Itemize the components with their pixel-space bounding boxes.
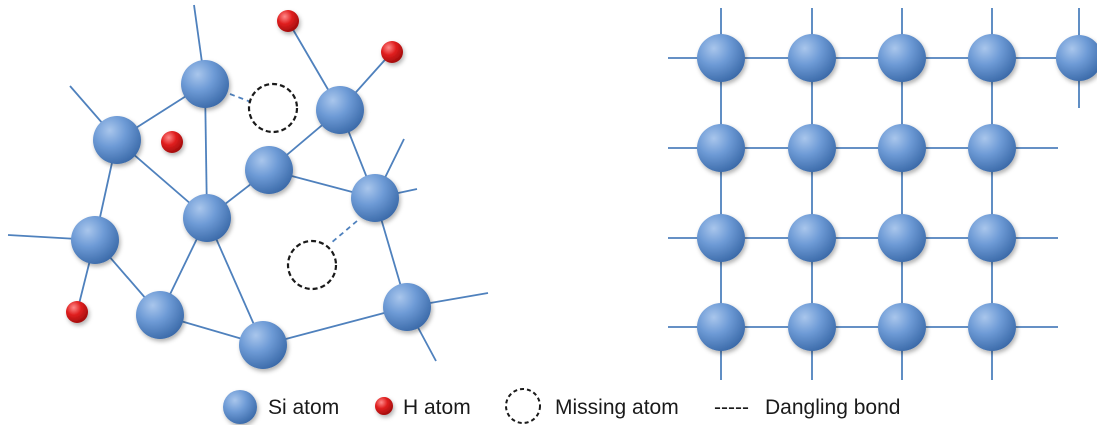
h-atom [161,131,183,153]
si-atom [878,34,926,82]
si-atom [351,174,399,222]
crystalline-lattice [668,8,1097,380]
legend-missing-icon [505,388,541,424]
legend-h-label: H atom [403,396,471,419]
dangling-bonds [229,93,358,244]
amorphous-network [7,4,489,369]
si-atom [697,34,745,82]
si-atom [788,34,836,82]
si-atom [788,214,836,262]
si-atom [383,283,431,331]
si-atom [968,124,1016,172]
h-atom [381,41,403,63]
si-atom [968,303,1016,351]
si-atom [788,124,836,172]
si-atom [239,321,287,369]
si-atom [181,60,229,108]
legend-si-icon [223,390,257,424]
si-atom [968,34,1016,82]
si-atom [697,124,745,172]
si-atom [878,303,926,351]
missing-atom [286,239,338,291]
si-atom [183,194,231,242]
si-atom [878,214,926,262]
legend-h-icon [375,397,393,415]
si-atom [878,124,926,172]
si-atom [136,291,184,339]
dangling-bond [330,220,358,244]
h-atom [66,301,88,323]
si-atom [93,116,141,164]
si-atom [697,303,745,351]
si-atom [697,214,745,262]
legend-si-label: Si atom [268,396,339,419]
lattice-si-atoms [697,34,1097,351]
si-atom [245,146,293,194]
amorphous-si-atoms [71,60,431,369]
bond [262,306,408,346]
legend-dangling-label: Dangling bond [765,396,900,419]
si-atom [788,303,836,351]
dangling-bond [229,93,252,103]
missing-atoms [247,82,338,291]
missing-atom [247,82,299,134]
si-atom [1056,35,1097,81]
si-atom [316,86,364,134]
amorphous-h-atoms [66,10,403,323]
h-atom [277,10,299,32]
legend-dangling-symbol: ----- [714,396,749,419]
legend: Si atom H atom Missing atom ----- Dangli… [223,388,900,424]
si-atom [71,216,119,264]
si-atom [968,214,1016,262]
legend-missing-label: Missing atom [555,396,679,419]
